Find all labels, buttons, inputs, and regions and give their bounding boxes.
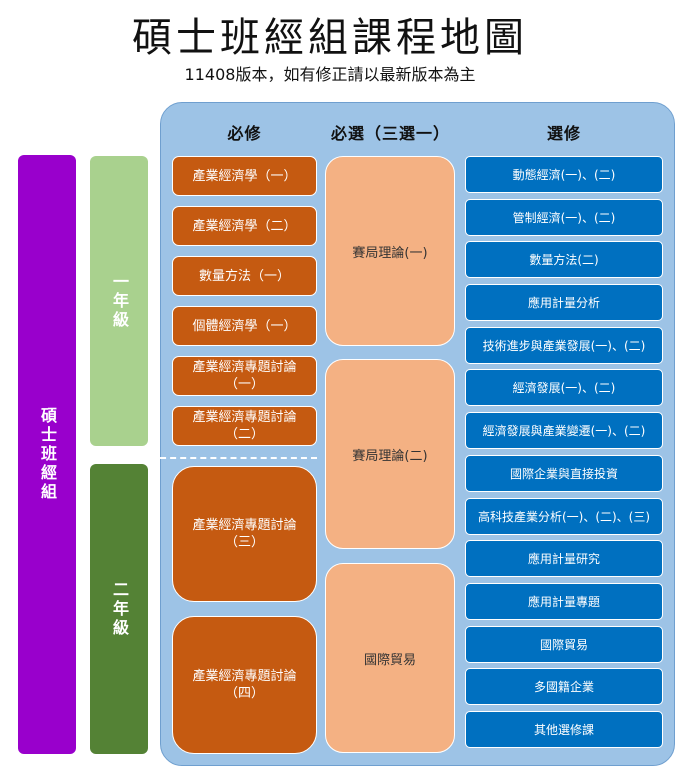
year1-bar: 一年級 (90, 156, 148, 446)
required-course[interactable]: 產業經濟專題討論（一） (172, 356, 317, 396)
column-header-required: 必修 (227, 124, 262, 143)
elective-course[interactable]: 應用計量分析 (465, 284, 663, 321)
elective-course[interactable]: 動態經濟(一)、(二) (465, 156, 663, 193)
required-course[interactable]: 數量方法（一） (172, 256, 317, 296)
page-subtitle: 11408版本，如有修正請以最新版本為主 (184, 65, 476, 84)
required-course[interactable]: 產業經濟學（一） (172, 156, 317, 196)
required-course[interactable]: 個體經濟學（一） (172, 306, 317, 346)
elective-course[interactable]: 國際企業與直接投資 (465, 455, 663, 492)
choose-one-course[interactable]: 賽局理論(一) (325, 156, 455, 346)
elective-course[interactable]: 其他選修課 (465, 711, 663, 748)
required-course[interactable]: 產業經濟專題討論（三） (172, 466, 317, 602)
year-divider (150, 457, 317, 459)
year2-bar: 二年級 (90, 464, 148, 754)
elective-course[interactable]: 多國籍企業 (465, 668, 663, 705)
column-header-elective: 選修 (546, 124, 581, 143)
elective-course[interactable]: 應用計量專題 (465, 583, 663, 620)
year1-label: 一年級 (110, 272, 129, 330)
choose-one-course[interactable]: 國際貿易 (325, 563, 455, 753)
elective-course[interactable]: 國際貿易 (465, 626, 663, 663)
elective-course[interactable]: 高科技產業分析(一)、(二)、(三) (465, 498, 663, 535)
year2-label: 二年級 (110, 580, 129, 638)
page-title: 碩士班經組課程地圖 (132, 15, 528, 61)
program-label: 碩士班經組 (38, 407, 57, 502)
column-header-choose-one: 必選（三選一） (330, 124, 450, 143)
choose-one-course[interactable]: 賽局理論(二) (325, 359, 455, 549)
elective-course[interactable]: 應用計量研究 (465, 540, 663, 577)
required-course[interactable]: 產業經濟專題討論（四） (172, 616, 317, 754)
elective-course[interactable]: 技術進步與產業發展(一)、(二) (465, 327, 663, 364)
program-bar: 碩士班經組 (18, 155, 76, 754)
elective-course[interactable]: 數量方法(二) (465, 241, 663, 278)
elective-course[interactable]: 管制經濟(一)、(二) (465, 199, 663, 236)
required-course[interactable]: 產業經濟專題討論（二） (172, 406, 317, 446)
elective-course[interactable]: 經濟發展(一)、(二) (465, 369, 663, 406)
required-course[interactable]: 產業經濟學（二） (172, 206, 317, 246)
elective-course[interactable]: 經濟發展與產業變遷(一)、(二) (465, 412, 663, 449)
